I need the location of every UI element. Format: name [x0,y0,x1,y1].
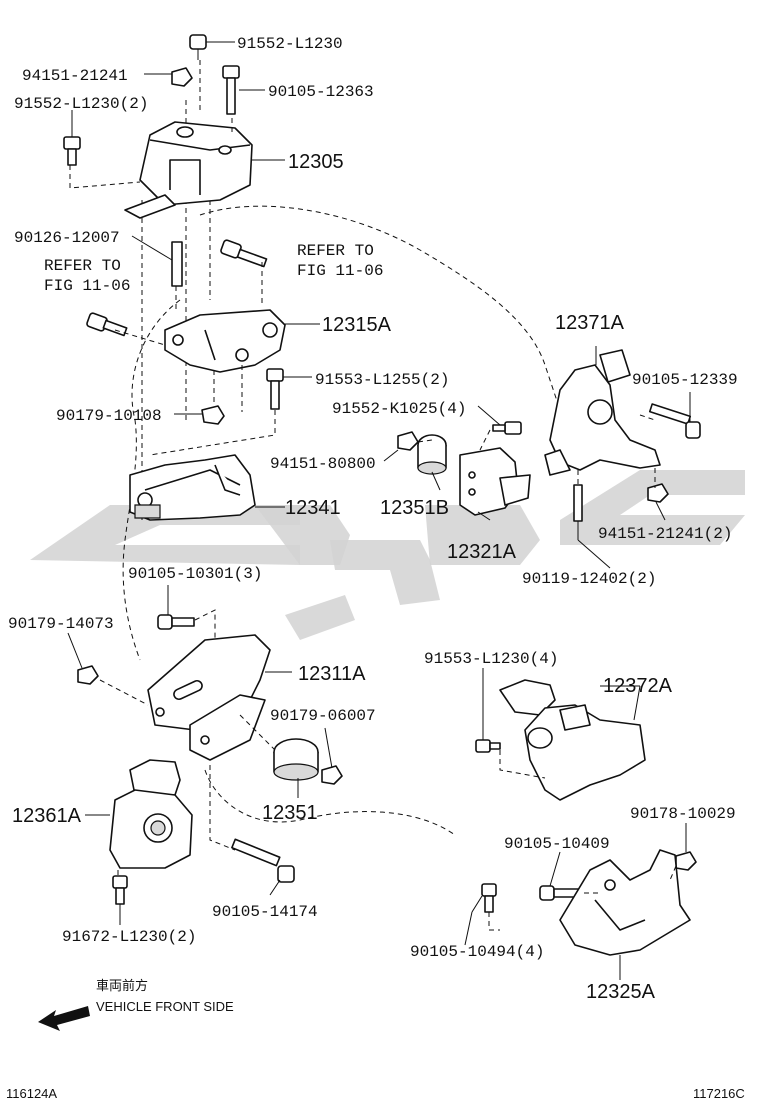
routing-line-lower [204,769,456,836]
part-12372A [499,679,646,801]
nut-94151-21241-2 [647,483,669,503]
label-12351: 12351 [262,802,318,824]
labels: 91552-L1230 94151-21241 91552-L1230(2) 9… [8,35,738,1003]
label-12315A: 12315A [322,314,392,336]
part-12311A [147,634,271,761]
stud-90126-12007 [171,241,183,287]
nut-94151-21241 [171,67,193,87]
nut-90179-06007 [321,765,343,785]
part-12321A [459,447,531,516]
direction-japanese: 車両前方 [96,978,148,993]
label-91553-L1255-2: 91553-L1255(2) [315,371,449,389]
bushing-12351B [417,434,447,475]
label-90105-14174: 90105-14174 [212,903,318,921]
label-12341: 12341 [285,497,341,519]
label-12372A: 12372A [603,675,673,697]
part-12341 [129,454,256,521]
part-12325A [559,849,691,956]
label-94151-21241: 94151-21241 [22,67,128,85]
bolt-90105-12339 [648,403,701,439]
assembly-lines [69,118,677,931]
nut-90179-14073 [77,665,99,685]
nut-90179-10108 [201,405,225,425]
label-94151-21241-2: 94151-21241(2) [598,525,732,543]
label-90179-10108: 90179-10108 [56,407,162,425]
front-arrow-icon [38,1006,90,1031]
nut-94151-80800 [397,431,419,451]
label-91552-K1025-4: 91552-K1025(4) [332,400,466,418]
label-90126-12007: 90126-12007 [14,229,120,247]
bolt-91553-L1255 [266,368,284,410]
part-12371A [544,349,661,476]
watermark-logo [30,470,745,640]
part-12305 [124,121,253,219]
label-12305: 12305 [288,151,344,173]
bolt-90105-14174 [231,838,295,883]
direction-english: VEHICLE FRONT SIDE [96,999,234,1014]
label-refer-to-1: REFER TO [297,242,374,260]
bolt-91553-L1230-4 [475,739,501,753]
bolt-refer-left [86,312,128,337]
nut-90178-10029 [675,851,697,871]
label-90179-06007: 90179-06007 [270,707,376,725]
label-refer-fig-1: FIG 11-06 [297,262,383,280]
label-12311A: 12311A [298,663,366,685]
part-12361A [109,759,193,869]
label-12361A: 12361A [12,805,82,827]
label-91552-L1230: 91552-L1230 [237,35,343,53]
leader-lines [67,41,691,980]
routing-line-left [122,299,181,661]
label-90105-12363: 90105-12363 [268,83,374,101]
label-12351B: 12351B [380,497,449,519]
label-90178-10029: 90178-10029 [630,805,736,823]
footer-right-code: 117216C [693,1086,745,1101]
bolt-90105-12363 [222,65,240,115]
vehicle-front-indicator: 車両前方 VEHICLE FRONT SIDE [38,978,234,1031]
label-12325A: 12325A [586,981,656,1003]
bolt-90105-10301-3 [157,614,195,630]
label-94151-80800: 94151-80800 [270,455,376,473]
label-91552-L1230-2: 91552-L1230(2) [14,95,148,113]
bolt-91552-L1230 [189,34,207,60]
part-12315A [164,309,286,373]
label-90105-12339: 90105-12339 [632,371,738,389]
label-12371A: 12371A [555,312,625,334]
bushing-12351 [273,738,319,781]
footer-left-code: 116124A [6,1086,57,1101]
label-90105-10409: 90105-10409 [504,835,610,853]
label-91672-L1230-2: 91672-L1230(2) [62,928,196,946]
label-91553-L1230-4: 91553-L1230(4) [424,650,558,668]
stud-90119-12402-2 [573,484,583,522]
label-refer-fig-2: FIG 11-06 [44,277,130,295]
label-90179-14073: 90179-14073 [8,615,114,633]
routing-line-upper [199,205,561,411]
bolt-90105-10494-4 [481,883,497,913]
label-12321A: 12321A [447,541,517,563]
bolt-91552-L1230-2 [63,136,81,166]
bolt-refer-right [220,239,268,268]
bolt-91552-K1025 [492,421,522,435]
bolt-91672-L1230-2 [112,875,128,905]
label-90105-10494-4: 90105-10494(4) [410,943,544,961]
label-90105-10301-3: 90105-10301(3) [128,565,262,583]
label-90119-12402-2: 90119-12402(2) [522,570,656,588]
label-refer-to-2: REFER TO [44,257,121,275]
